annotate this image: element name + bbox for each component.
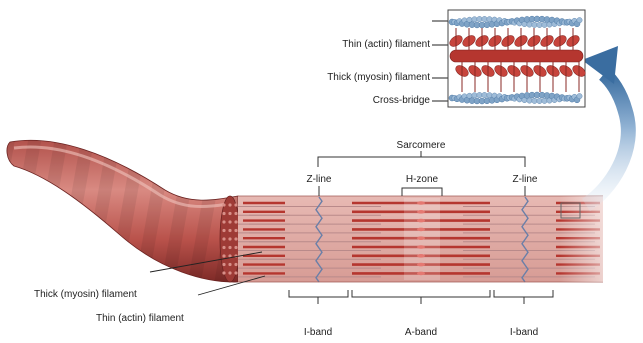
- myofibril-dot: [234, 212, 237, 215]
- actin-bead: [577, 93, 582, 98]
- myofibril-dot: [228, 212, 231, 215]
- myofibril-dot: [222, 220, 225, 223]
- myofibril-dot: [222, 271, 225, 274]
- myosin-core: [450, 50, 583, 62]
- myofibril-dot: [228, 237, 231, 240]
- myofibril-dot: [222, 254, 225, 257]
- myofibril-dot: [234, 220, 237, 223]
- h-zone-strip: [404, 198, 440, 280]
- actin-bead: [532, 22, 537, 27]
- actin-bead: [482, 92, 487, 97]
- myofibril-dot: [234, 246, 237, 249]
- myofibril-dot: [234, 237, 237, 240]
- myofibril-block: [238, 196, 640, 282]
- actin-bead: [577, 17, 582, 22]
- myofibril-dot: [234, 229, 237, 232]
- h-zone-label: H-zone: [406, 174, 438, 186]
- thin-filament-label: Thin (actin) filament: [96, 313, 184, 325]
- i-band-left-label: I-band: [304, 327, 332, 339]
- myofibril-dot: [228, 203, 231, 206]
- actin-bead: [487, 17, 492, 22]
- inset-zoom: [448, 10, 588, 107]
- myofibril-dot: [234, 271, 237, 274]
- actin-bead: [472, 17, 477, 22]
- inset-cross-bridge-label: Cross-bridge: [373, 95, 430, 107]
- actin-bead: [477, 16, 482, 21]
- z-line-right-label: Z-line: [512, 174, 537, 186]
- z-line-left-label: Z-line: [306, 174, 331, 186]
- myofibril-dot: [222, 263, 225, 266]
- myofibril-dot: [222, 229, 225, 232]
- myofibril-dot: [228, 263, 231, 266]
- myofibril-dot: [222, 237, 225, 240]
- actin-bead: [532, 98, 537, 103]
- h-zone-bracket: [402, 188, 442, 196]
- inset-thin-filament-label: Thin (actin) filament: [342, 39, 430, 51]
- sarcomere-bracket: [318, 151, 525, 167]
- myofibril-dot: [234, 203, 237, 206]
- actin-bead: [487, 93, 492, 98]
- myofibril-dot: [234, 263, 237, 266]
- actin-bead: [537, 98, 542, 103]
- actin-bead: [527, 98, 532, 103]
- inset-thick-filament-label: Thick (myosin) filament: [327, 72, 430, 84]
- myofibril-dot: [222, 246, 225, 249]
- band-brackets: [289, 290, 553, 304]
- actin-bead: [527, 22, 532, 27]
- myofibril-dot: [228, 220, 231, 223]
- muscle-fiber: [7, 140, 240, 282]
- actin-bead: [542, 22, 547, 27]
- actin-bead: [472, 93, 477, 98]
- actin-bead: [537, 22, 542, 27]
- arrow-head: [582, 46, 618, 84]
- myofibril-dot: [228, 246, 231, 249]
- myofibril-dot: [228, 229, 231, 232]
- sarcomere-label: Sarcomere: [397, 140, 446, 152]
- fiber-end-myofibrils: [222, 203, 237, 274]
- a-band-label: A-band: [405, 327, 437, 339]
- zoom-arrow: [582, 46, 628, 205]
- actin-bead: [542, 98, 547, 103]
- i-band-right-label: I-band: [510, 327, 538, 339]
- myofibril-dot: [228, 271, 231, 274]
- actin-bead: [477, 92, 482, 97]
- actin-bead: [482, 16, 487, 21]
- thick-filament-label: Thick (myosin) filament: [34, 289, 137, 301]
- myofibril-dot: [222, 203, 225, 206]
- myofibril-dot: [222, 212, 225, 215]
